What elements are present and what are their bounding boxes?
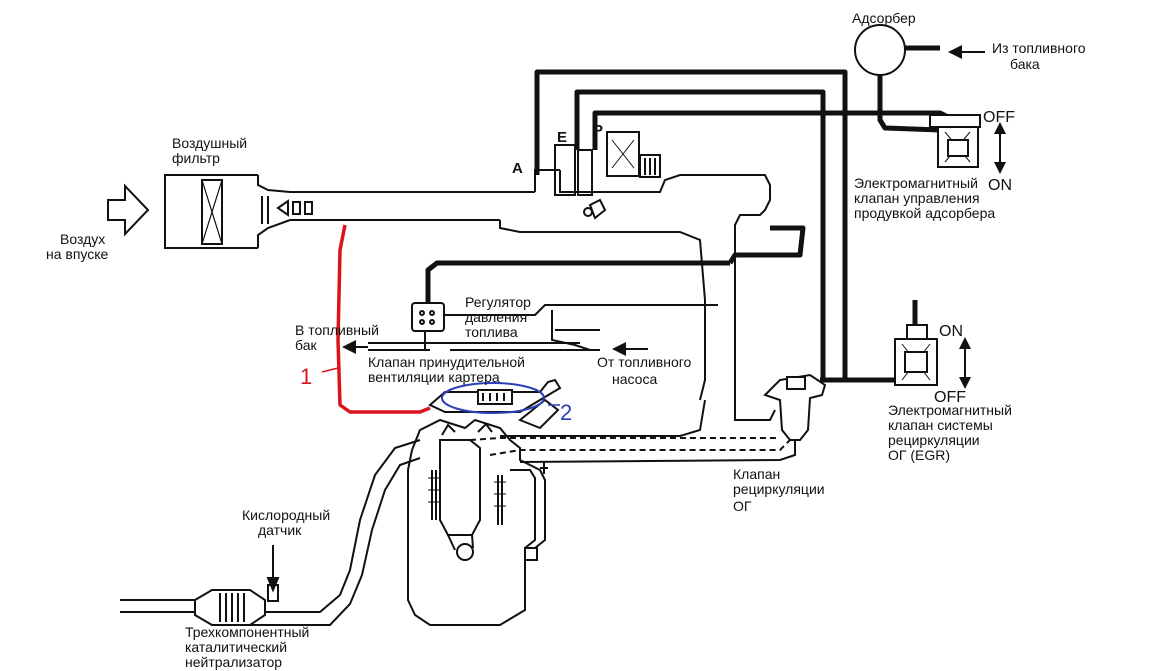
marker-1-label: 1 [300,364,312,389]
marker-2-label: 2 [560,400,572,425]
on-top-label: ON [988,177,1012,194]
catalytic-converter [194,589,266,626]
pcv-valve [428,378,562,430]
from-pump-arrow-icon [612,342,648,356]
off-bottom-label: OFF [934,389,966,406]
air-filter [164,174,330,249]
on-off-arrow-top-icon [994,122,1006,174]
highlighted-hose-1 [336,224,431,414]
egr-pipe [500,399,796,463]
egr-passage [469,437,791,456]
off-top-label: OFF [983,109,1015,126]
pcv-label-1: Клапан принудительной [368,354,525,370]
intake-air-label-2: на впуске [46,246,109,262]
egr-valve-label-2: рециркуляции [733,481,825,497]
from-pump-label-2: насоса [612,371,657,387]
to-tank-arrow-icon [342,340,368,354]
from-tank-arrow-icon [948,45,985,59]
exhaust-pipe [120,439,421,626]
fuel-pressure-regulator [411,302,445,332]
purge-valve-label-2: клапан управления [854,190,980,206]
regulator-label-1: Регулятор [465,294,531,310]
to-tank-label-2: бак [295,337,317,353]
intake-air-arrow-icon [107,183,150,237]
adsorber-canister [854,24,906,76]
pcv-label-2: вентиляции картера [368,369,500,385]
o2-sensor-label-1: Кислородный [242,507,330,523]
air-filter-label-1: Воздушный [172,135,247,151]
throttle-body [554,131,661,220]
from-tank-label-1: Из топливного [992,40,1086,56]
port-p-label: P [593,122,603,139]
egr-solenoid-label-1: Электромагнитный [888,402,1012,418]
fuel-lines [368,304,718,351]
to-tank-label-1: В топливный [295,322,379,338]
egr-valve-label-1: Клапан [733,466,780,482]
oxygen-sensor [266,545,280,602]
catalyst-label-1: Трехкомпонентный [185,624,309,640]
pcv-highlight-ellipse [441,382,545,414]
catalyst-label-3: нейтрализатор [185,654,282,670]
from-pump-label-1: От топливного [597,354,692,370]
on-bottom-label: ON [939,323,963,340]
purge-solenoid-valve [929,114,981,168]
on-off-arrow-bottom-icon [959,337,971,389]
regulator-label-2: давления [465,309,527,325]
egr-solenoid-label-3: рециркуляции [888,432,980,448]
o2-sensor-label-2: датчик [258,522,302,538]
port-e-label: E [557,129,567,146]
port-a-label: A [512,160,523,177]
egr-solenoid-label-4: ОГ (EGR) [888,447,950,463]
air-filter-label-2: фильтр [172,150,220,166]
from-tank-label-2: бака [1010,56,1040,72]
intake-air-label-1: Воздух [60,231,105,247]
egr-solenoid-label-2: клапан системы [888,417,993,433]
egr-valve [763,373,827,441]
egr-solenoid-valve [894,324,938,386]
purge-valve-label-1: Электромагнитный [854,175,978,191]
adsorber-label: Адсорбер [852,10,916,26]
purge-valve-label-3: продувкой адсорбера [854,205,995,221]
marker-1-leader [321,367,339,373]
catalyst-label-2: каталитический [185,639,287,655]
engine-block [407,418,548,626]
regulator-label-3: топлива [465,324,518,340]
egr-valve-label-3: ОГ [733,498,752,514]
